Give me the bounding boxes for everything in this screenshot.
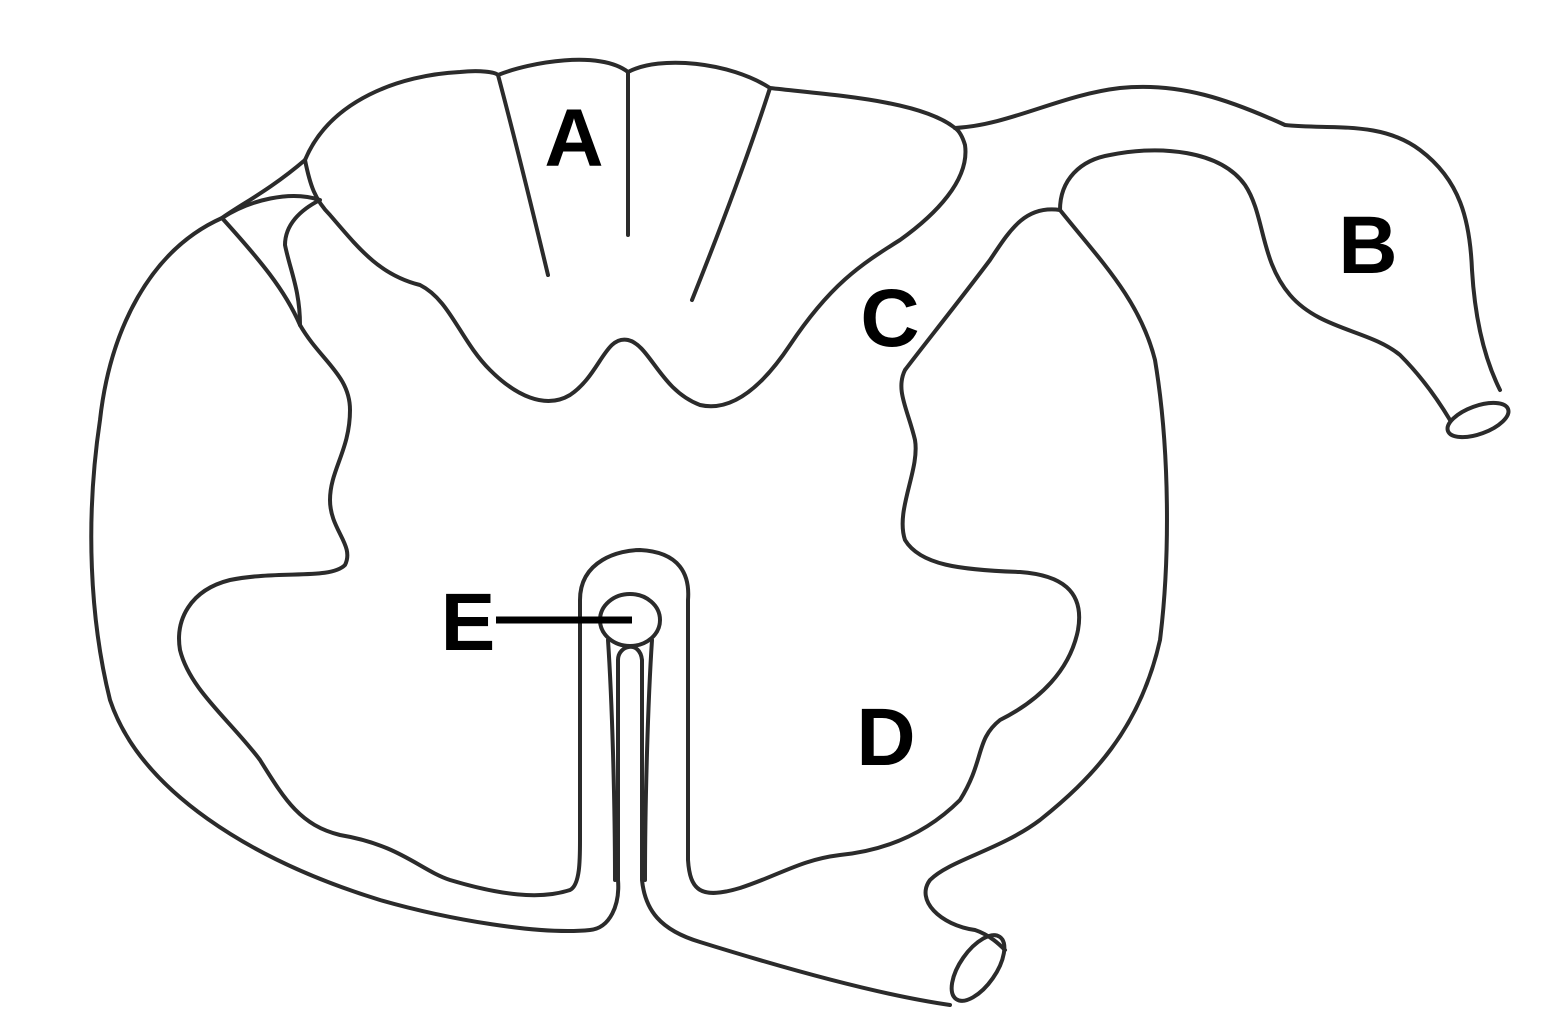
label-c: C (860, 273, 919, 364)
label-b: B (1338, 200, 1397, 291)
grey-matter-outline (177, 207, 1082, 898)
ventral-root-nerve (923, 208, 1169, 952)
label-e: E (441, 577, 496, 668)
outer-boundary (89, 57, 957, 1007)
dorsal-root-nerve (953, 84, 1502, 392)
ventral-root-cut-end (949, 933, 1007, 1003)
label-d: D (856, 692, 915, 783)
dorsal-root-cut-end (1445, 400, 1511, 440)
posterior-white-matter-outline (303, 126, 968, 409)
anterior-median-fissure (606, 638, 654, 882)
dorsal-root-ganglion-inner (1058, 148, 1452, 422)
left-inner-contour (220, 194, 322, 327)
dorsal-column-boundary (496, 70, 772, 302)
label-a: A (544, 93, 603, 184)
